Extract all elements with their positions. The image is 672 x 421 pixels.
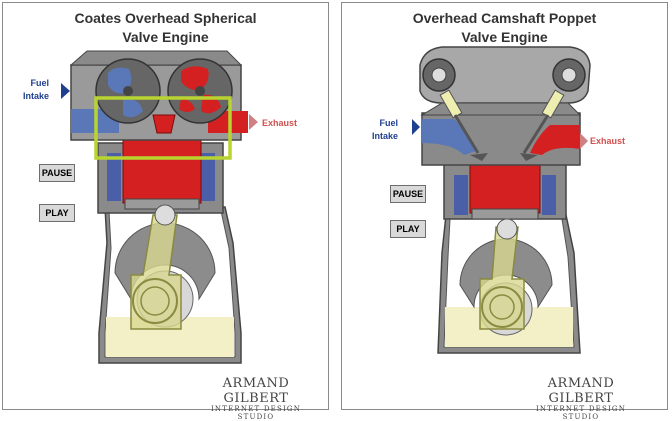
fuel-intake-label: Fuel Intake (372, 118, 399, 141)
brand-logo: ARMAND GILBERT INTERNET DESIGN STUDIO (526, 376, 636, 421)
intake-arrow-icon (61, 83, 70, 99)
brand-name: ARMAND GILBERT (547, 376, 615, 406)
play-button[interactable]: PLAY (39, 204, 75, 222)
panel-poppet-valve-engine: Overhead Camshaft Poppet Valve Engine (341, 2, 668, 421)
fuel-intake-label: Fuel Intake (23, 78, 50, 101)
exhaust-arrow-icon (580, 133, 588, 149)
intake-arrow-icon (412, 119, 420, 135)
play-button[interactable]: PLAY (390, 220, 426, 238)
page-title: Coates Overhead Spherical Valve Engine (74, 10, 257, 45)
page-title: Overhead Camshaft Poppet Valve Engine (412, 10, 597, 45)
pause-button[interactable]: PAUSE (39, 164, 75, 182)
poppet-valve-engine-diagram (412, 46, 591, 354)
exhaust-label: Exhaust (590, 136, 626, 146)
exhaust-label: Exhaust (262, 118, 298, 128)
brand-name: ARMAND GILBERT (222, 376, 290, 406)
exhaust-arrow-icon (249, 114, 258, 130)
pause-button[interactable]: PAUSE (390, 185, 426, 203)
brand-logo: ARMAND GILBERT INTERNET DESIGN STUDIO (201, 376, 311, 421)
spherical-valve-engine-diagram (61, 50, 258, 364)
brand-subtitle: INTERNET DESIGN STUDIO (535, 405, 627, 421)
panel-spherical-valve-engine: Coates Overhead Spherical Valve Engine (2, 2, 329, 421)
brand-subtitle: INTERNET DESIGN STUDIO (210, 405, 302, 421)
